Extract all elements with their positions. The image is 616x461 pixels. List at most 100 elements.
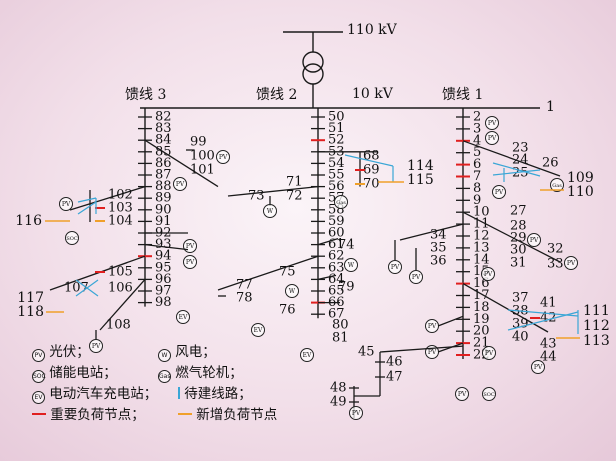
node-label-91: 91 xyxy=(155,214,172,229)
planned-line xyxy=(492,162,541,177)
branch-105 xyxy=(49,255,146,291)
storage-icon-code: SOC xyxy=(483,392,495,398)
planned-line-mark xyxy=(178,387,180,399)
legend-storage: SOC 储能电站； xyxy=(32,365,117,383)
ev-icon: EV xyxy=(32,391,45,404)
planned-line xyxy=(344,154,394,167)
node-label-89: 89 xyxy=(155,191,172,206)
new-load-mark xyxy=(178,413,192,415)
node-label-108: 108 xyxy=(106,318,131,333)
node-label-14: 14 xyxy=(473,252,490,267)
node-label-90: 90 xyxy=(155,202,172,217)
important-load-mark xyxy=(32,413,46,415)
transformer-secondary-winding xyxy=(302,63,324,85)
gas-turbine-icon: Gas xyxy=(158,370,171,383)
node-label-107: 107 xyxy=(64,281,89,296)
node-label-73: 73 xyxy=(248,189,265,204)
pv-icon xyxy=(89,339,103,353)
ev-icon-code: EV xyxy=(179,314,188,321)
node-label-35: 35 xyxy=(430,241,447,256)
pv-icon-code: PV xyxy=(484,271,493,278)
pv-icon-code: PV xyxy=(495,189,504,196)
node-label-103: 103 xyxy=(108,201,133,216)
node-label-43: 43 xyxy=(540,337,557,352)
node-label-116: 116 xyxy=(15,213,42,229)
node-label-110: 110 xyxy=(567,184,594,200)
pv-icon-code: PV xyxy=(176,181,185,188)
node-label-23: 23 xyxy=(512,141,529,156)
node-label-29: 29 xyxy=(510,231,527,246)
node-label-2: 2 xyxy=(473,110,481,125)
legend-ev: EV 电动汽车充电站； xyxy=(32,385,157,404)
wind-icon xyxy=(344,258,358,272)
node-label-55: 55 xyxy=(328,168,345,183)
node-label-12: 12 xyxy=(473,229,490,244)
node-label-56: 56 xyxy=(328,179,345,194)
mv-voltage-label: 10 kV xyxy=(352,86,393,102)
gas-turbine-icon xyxy=(334,195,348,209)
feeder-3-label: 馈线 3 xyxy=(125,87,167,103)
pv-icon: PV xyxy=(32,349,45,362)
node-label-65: 65 xyxy=(328,284,345,299)
node-label-6: 6 xyxy=(473,157,481,172)
node-label-69: 69 xyxy=(363,163,380,178)
node-label-49: 49 xyxy=(330,395,347,410)
pv-icon xyxy=(173,177,187,191)
bus-node-label: 1 xyxy=(546,99,555,115)
node-label-31: 31 xyxy=(510,256,527,271)
legend-planned-line: 待建线路； xyxy=(178,385,252,403)
node-label-86: 86 xyxy=(155,156,172,171)
pv-icon-code: PV xyxy=(428,323,437,330)
pv-icon-code: PV xyxy=(412,274,421,281)
node-label-104: 104 xyxy=(108,214,133,229)
pv-icon xyxy=(216,150,230,164)
pv-icon-code: PV xyxy=(530,237,539,244)
node-label-33: 33 xyxy=(547,257,564,272)
pv-icon-code: PV xyxy=(391,264,400,271)
ev-icon-code: EV xyxy=(254,327,263,334)
node-label-93: 93 xyxy=(155,237,172,252)
planned-line xyxy=(77,197,97,203)
branch-27 xyxy=(462,211,561,263)
node-label-98: 98 xyxy=(155,295,172,310)
node-label-111: 111 xyxy=(583,303,610,319)
legend-important-load: 重要负荷节点； xyxy=(32,406,145,424)
node-label-94: 94 xyxy=(155,249,172,264)
node-label-112: 112 xyxy=(583,318,610,334)
node-label-30: 30 xyxy=(510,243,527,258)
node-label-99: 99 xyxy=(190,135,207,150)
gas-turbine-icon xyxy=(550,178,564,192)
pv-icon xyxy=(481,267,495,281)
node-label-19: 19 xyxy=(473,312,490,327)
pv-icon xyxy=(388,260,402,274)
node-label-18: 18 xyxy=(473,300,490,315)
node-label-105: 105 xyxy=(108,265,133,280)
node-label-20: 20 xyxy=(473,324,490,339)
legend-new-load: 新增负荷节点 xyxy=(178,406,277,424)
branch-99 xyxy=(144,139,219,188)
node-label-60: 60 xyxy=(328,226,345,241)
node-label-87: 87 xyxy=(155,168,172,183)
pv-icon xyxy=(485,131,499,145)
branch-102 xyxy=(69,185,146,211)
transformer-primary-winding xyxy=(302,51,324,73)
node-label-11: 11 xyxy=(473,217,490,232)
legend-pv: PV 光伏； xyxy=(32,343,90,362)
wind-icon: W xyxy=(158,349,171,362)
branch-75 xyxy=(217,255,319,291)
node-label-75: 75 xyxy=(279,265,296,280)
wind-icon xyxy=(285,284,299,298)
pv-icon-code: PV xyxy=(458,391,467,398)
wind-icon xyxy=(263,204,277,218)
node-label-32: 32 xyxy=(547,242,564,257)
node-label-9: 9 xyxy=(473,193,481,208)
branch-71 xyxy=(227,185,319,197)
link-pv-18 xyxy=(437,315,464,327)
pv-icon-code: PV xyxy=(488,120,497,127)
legend-wind: W 风电； xyxy=(158,343,216,362)
node-label-76: 76 xyxy=(279,303,296,318)
ev-icon-code: EV xyxy=(303,352,312,359)
link-93 xyxy=(144,243,189,251)
node-label-24: 24 xyxy=(512,153,529,168)
pv-icon-code: PV xyxy=(567,260,576,267)
